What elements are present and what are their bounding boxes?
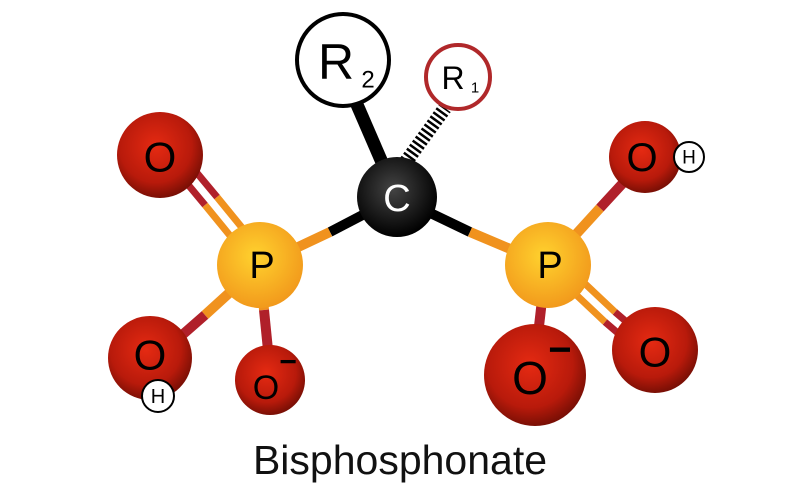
atom-carbon: C [357, 157, 437, 237]
atom-phosphorus-right: P [505, 222, 591, 308]
atom-oxygen-right-hydroxyl: O [609, 121, 681, 193]
atom-oxygen-left-hydroxyl: O [108, 316, 192, 400]
svg-text:H: H [682, 148, 696, 169]
svg-text:O: O [639, 329, 672, 376]
svg-text:−: − [548, 328, 571, 372]
atom-oxygen-right-anion: O − [484, 324, 586, 426]
atom-phosphorus-left: P [217, 222, 303, 308]
svg-text:2: 2 [361, 67, 374, 94]
atom-oxygen-left-double: O [117, 112, 203, 198]
atom-hydrogen-left: H [141, 379, 175, 413]
svg-text:H: H [151, 386, 165, 408]
svg-text:O: O [134, 332, 167, 379]
svg-text:P: P [537, 245, 562, 287]
svg-text:O: O [144, 134, 177, 181]
svg-text:R: R [441, 60, 464, 96]
atom-oxygen-right-double: O [612, 307, 698, 393]
svg-text:O: O [512, 352, 548, 404]
svg-text:R: R [318, 34, 354, 90]
svg-text:O: O [253, 369, 279, 407]
svg-text:O: O [626, 136, 657, 180]
svg-text:1: 1 [471, 80, 479, 97]
atom-hydrogen-right: H [673, 141, 705, 173]
svg-text:C: C [383, 178, 410, 220]
atom-r2: R 2 [295, 12, 391, 108]
atom-r1: R 1 [424, 43, 492, 111]
svg-text:P: P [249, 245, 274, 287]
diagram-title: Bisphosphonate [252, 437, 548, 483]
svg-text:−: − [279, 346, 297, 379]
atom-oxygen-left-anion: O − [235, 345, 305, 415]
